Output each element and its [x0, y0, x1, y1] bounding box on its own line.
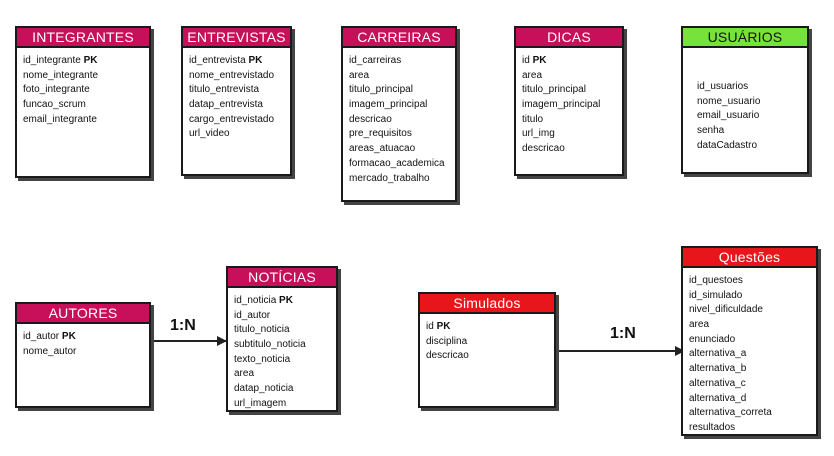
field-nome-integrante: nome_integrante	[23, 69, 99, 81]
pk-badge: PK	[248, 55, 263, 66]
field-alternativa-d: alternativa_d	[689, 392, 747, 404]
entity-carreiras: CARREIRAS id_carreiras area titulo_princ…	[341, 26, 457, 202]
field-url-imagem: url_imagem	[234, 397, 287, 409]
field-mercado-trabalho: mercado_trabalho	[349, 172, 430, 184]
field-nome-autor: nome_autor	[23, 345, 77, 357]
field-texto-noticia: texto_noticia	[234, 353, 291, 365]
field-funcao-scrum: funcao_scrum	[23, 99, 86, 111]
field-titulo-noticia: titulo_noticia	[234, 324, 290, 336]
entity-simulados-title: Simulados	[420, 294, 554, 314]
entity-entrevistas: ENTREVISTAS id_entrevista PK nome_entrev…	[181, 26, 292, 176]
relationship-label-autores-noticias: 1:N	[170, 317, 196, 334]
entity-questoes: Questões id_questoes id_simulado nivel_d…	[681, 246, 818, 436]
field-imagem-principal: imagem_principal	[522, 99, 601, 111]
field-area: area	[349, 69, 370, 81]
field-area: area	[689, 319, 710, 331]
field-alternativa-c: alternativa_c	[689, 377, 746, 389]
field-titulo: titulo	[522, 113, 544, 125]
field-id-usuarios: id_usuarios	[697, 81, 749, 92]
entity-autores: AUTORES id_autor PK nome_autor	[15, 302, 151, 408]
entity-integrantes: INTEGRANTES id_integrante PK nome_integr…	[15, 26, 151, 178]
field-imagem-principal: imagem_principal	[349, 99, 428, 111]
field-alternativa-a: alternativa_a	[689, 348, 747, 360]
entity-questoes-title: Questões	[683, 248, 816, 268]
field-foto-integrante: foto_integrante	[23, 84, 90, 96]
field-id-questoes: id_questoes	[689, 275, 743, 286]
entity-noticias-title: NOTÍCIAS	[228, 268, 336, 288]
entity-dicas: DICAS id PK area titulo_principal imagem…	[514, 26, 624, 176]
entity-entrevistas-title: ENTREVISTAS	[183, 28, 290, 48]
field-datap-entrevista: datap_entrevista	[189, 99, 263, 111]
field-datap-noticia: datap_noticia	[234, 383, 294, 395]
field-descricao: descricao	[426, 350, 469, 362]
field-alternativa-correta: alternativa_correta	[689, 407, 772, 419]
field-disciplina: disciplina	[426, 335, 468, 347]
pk-badge: PK	[532, 55, 547, 66]
field-titulo-principal: titulo_principal	[522, 84, 586, 96]
field-senha: senha	[697, 125, 725, 137]
field-resultados: resultados	[689, 421, 736, 433]
entity-autores-title: AUTORES	[17, 304, 149, 324]
field-descricao: descricao	[522, 143, 565, 155]
relationship-label-simulados-questoes: 1:N	[610, 325, 636, 342]
field-email-usuario: email_usuario	[697, 110, 760, 122]
field-url-video: url_video	[189, 128, 230, 140]
pk-badge: PK	[279, 295, 293, 306]
field-id: id PK	[426, 321, 451, 332]
field-titulo-entrevista: titulo_entrevista	[189, 84, 260, 96]
field-areas-atuacao: areas_atuacao	[349, 143, 416, 155]
field-id-entrevista: id_entrevista PK	[189, 55, 263, 66]
field-cargo-entrevistado: cargo_entrevistado	[189, 113, 275, 125]
field-subtitulo-noticia: subtitulo_noticia	[234, 339, 306, 351]
field-id-carreiras: id_carreiras	[349, 55, 402, 66]
entity-usuarios-title: USUÁRIOS	[683, 28, 807, 48]
pk-badge: PK	[83, 55, 98, 66]
entity-integrantes-title: INTEGRANTES	[17, 28, 149, 48]
field-id-integrante: id_integrante PK	[23, 55, 98, 66]
field-nome-entrevistado: nome_entrevistado	[189, 69, 275, 81]
field-id-noticia: id_noticia PK	[234, 295, 293, 306]
entity-dicas-title: DICAS	[516, 28, 622, 48]
entity-usuarios: USUÁRIOS id_usuarios nome_usuario email_…	[681, 26, 809, 174]
field-alternativa-b: alternativa_b	[689, 363, 747, 375]
entity-carreiras-title: CARREIRAS	[343, 28, 455, 48]
field-id-autor: id_autor	[234, 309, 271, 321]
field-url-img: url_img	[522, 128, 555, 140]
field-data-cadastro: dataCadastro	[697, 139, 758, 151]
field-pre-requisitos: pre_requisitos	[349, 128, 412, 140]
field-titulo-principal: titulo_principal	[349, 84, 413, 96]
pk-badge: PK	[61, 331, 76, 342]
field-id-autor: id_autor PK	[23, 331, 76, 342]
field-nivel-dificuldade: nivel_dificuldade	[689, 304, 763, 316]
field-id-simulado: id_simulado	[689, 289, 743, 301]
entity-simulados: Simulados id PK disciplina descricao	[418, 292, 556, 408]
field-enunciado: enunciado	[689, 333, 736, 345]
field-area: area	[234, 368, 255, 380]
field-nome-usuario: nome_usuario	[697, 95, 761, 107]
field-id: id PK	[522, 55, 547, 66]
field-formacao-academica: formacao_academica	[349, 157, 445, 169]
field-area: area	[522, 69, 543, 81]
pk-badge: PK	[436, 321, 451, 332]
field-email-integrante: email_integrante	[23, 113, 97, 125]
entity-noticias: NOTÍCIAS id_noticia PK id_autor titulo_n…	[226, 266, 338, 412]
field-descricao: descricao	[349, 113, 392, 125]
